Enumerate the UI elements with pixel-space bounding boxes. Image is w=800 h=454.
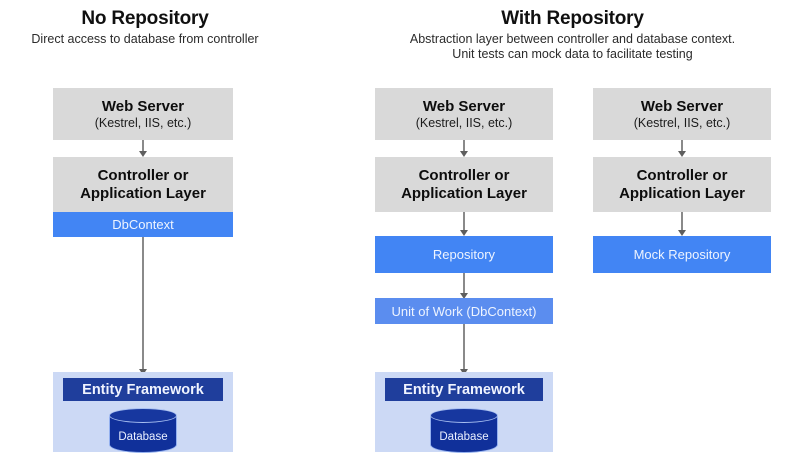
arrow-webserver-to-controller-col3 (681, 140, 683, 153)
node-web-server-col2-subtitle: (Kestrel, IIS, etc.) (415, 115, 513, 130)
node-web-server-col2[interactable]: Web Server (Kestrel, IIS, etc.) (375, 88, 553, 140)
node-web-server-col3-subtitle: (Kestrel, IIS, etc.) (633, 115, 731, 130)
node-controller-col3-line1: Controller or (636, 166, 728, 184)
header-with-repository-subtitle-line2: Unit tests can mock data to facilitate t… (452, 47, 693, 61)
node-controller-col2[interactable]: Controller or Application Layer (375, 157, 553, 212)
node-repository-col2[interactable]: Repository (375, 236, 553, 273)
arrow-unitofwork-to-ef-col2 (463, 324, 465, 371)
arrow-head-webserver-to-controller-col3 (678, 151, 686, 157)
node-web-server-col1-subtitle: (Kestrel, IIS, etc.) (94, 115, 192, 130)
node-dbcontext-col1[interactable]: DbContext (53, 212, 233, 237)
arrow-repository-to-unitofwork-col2 (463, 273, 465, 295)
node-controller-col3[interactable]: Controller or Application Layer (593, 157, 771, 212)
node-controller-col2-line2: Application Layer (401, 184, 527, 202)
node-entity-framework-col1[interactable]: Entity Framework (63, 378, 223, 401)
database-cylinder-top-col1 (109, 408, 177, 423)
diagram-headers: No Repository Direct access to database … (0, 0, 800, 78)
arrow-head-controller-to-mockrepository-col3 (678, 230, 686, 236)
node-controller-col1-line1: Controller or (97, 166, 189, 184)
arrow-head-webserver-to-controller-col1 (139, 151, 147, 157)
arrow-dbcontext-to-ef-col1 (142, 237, 144, 371)
node-entity-framework-group-col1: Entity Framework Database (53, 372, 233, 454)
node-database-col1-label: Database (118, 431, 168, 443)
arrow-head-controller-to-repository-col2 (460, 230, 468, 236)
node-web-server-col2-title: Web Server (422, 97, 506, 115)
node-web-server-col1-title: Web Server (101, 97, 185, 115)
node-entity-framework-col1-label: Entity Framework (82, 381, 204, 398)
node-entity-framework-col2[interactable]: Entity Framework (385, 378, 543, 401)
arrow-webserver-to-controller-col1 (142, 140, 144, 153)
node-unit-of-work-col2[interactable]: Unit of Work (DbContext) (375, 298, 553, 324)
header-with-repository-title: With Repository (501, 8, 644, 29)
header-no-repository: No Repository Direct access to database … (0, 0, 290, 47)
node-database-cylinder-col2[interactable]: Database (430, 408, 498, 454)
node-mock-repository-col3-label: Mock Repository (633, 247, 731, 262)
node-repository-col2-label: Repository (432, 247, 496, 262)
node-web-server-col3-title: Web Server (640, 97, 724, 115)
node-entity-framework-group-col2: Entity Framework Database (375, 372, 553, 454)
node-dbcontext-col1-label: DbContext (112, 217, 174, 232)
arrow-webserver-to-controller-col2 (463, 140, 465, 153)
header-with-repository-subtitle-line1: Abstraction layer between controller and… (409, 32, 736, 46)
node-controller-col2-line1: Controller or (418, 166, 510, 184)
arrow-head-repository-to-unitofwork-col2 (460, 293, 468, 299)
node-database-col2-label: Database (439, 431, 489, 443)
header-no-repository-subtitle: Direct access to database from controlle… (31, 32, 259, 46)
node-controller-col1-line2: Application Layer (80, 184, 206, 202)
node-database-cylinder-col1[interactable]: Database (109, 408, 177, 454)
node-web-server-col1[interactable]: Web Server (Kestrel, IIS, etc.) (53, 88, 233, 140)
arrow-controller-to-repository-col2 (463, 212, 465, 232)
node-mock-repository-col3[interactable]: Mock Repository (593, 236, 771, 273)
arrow-controller-to-mockrepository-col3 (681, 212, 683, 232)
node-web-server-col3[interactable]: Web Server (Kestrel, IIS, etc.) (593, 88, 771, 140)
arrow-head-webserver-to-controller-col2 (460, 151, 468, 157)
node-controller-col3-line2: Application Layer (619, 184, 745, 202)
node-unit-of-work-col2-label: Unit of Work (DbContext) (391, 303, 537, 319)
header-no-repository-title: No Repository (81, 8, 209, 29)
node-entity-framework-col2-label: Entity Framework (403, 381, 525, 398)
node-controller-col1[interactable]: Controller or Application Layer (53, 157, 233, 212)
database-cylinder-top-col2 (430, 408, 498, 423)
header-with-repository: With Repository Abstraction layer betwee… (345, 0, 800, 62)
